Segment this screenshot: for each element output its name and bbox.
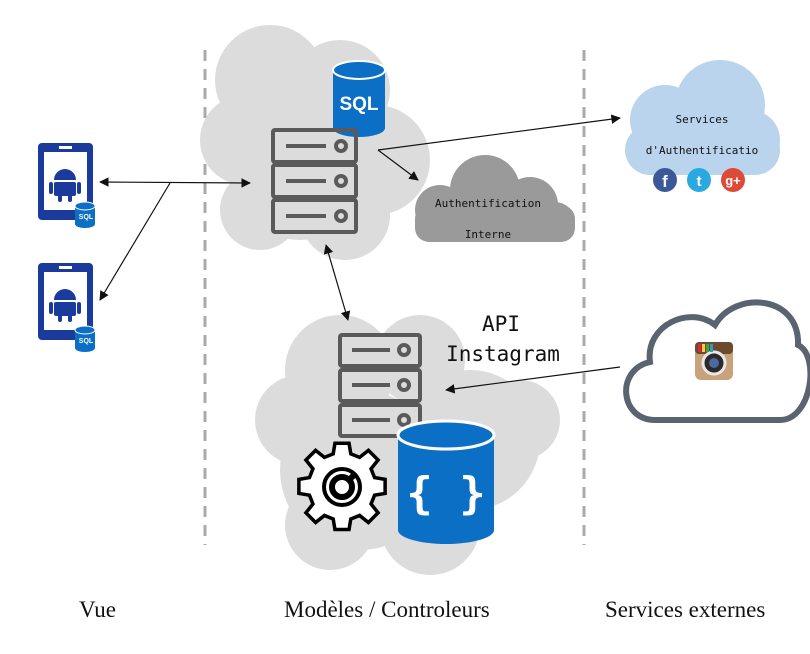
column-label-models: Modèles / Controleurs	[284, 597, 490, 622]
mobile-sql-badge-bottom: SQL	[79, 338, 94, 345]
svg-text:t: t	[697, 173, 702, 190]
svg-text:f: f	[662, 172, 668, 191]
internal-auth-cloud	[415, 155, 575, 242]
external-auth-line2: d'Authentificatio	[646, 144, 759, 157]
column-label-view: Vue	[79, 597, 116, 622]
mobile-sql-badge-top: SQL	[79, 214, 94, 221]
connector-arrows	[99, 114, 621, 394]
arrow-server-to-external-auth	[377, 114, 621, 151]
instagram-api-line1: API	[482, 312, 520, 336]
json-database-icon: { }	[396, 419, 496, 544]
arrow-branch-to-bottom-phone	[99, 182, 171, 301]
arrow-server-to-server	[323, 244, 351, 321]
instagram-icon	[695, 342, 733, 380]
twitter-icon: t	[687, 168, 711, 192]
instagram-api-line2: Instagram	[446, 342, 560, 366]
arrow-server-to-internal-auth	[377, 149, 419, 181]
json-badge-label: { }	[406, 468, 485, 519]
internal-auth-line1: Authentification	[435, 197, 541, 210]
internal-auth-line2: Interne	[465, 228, 511, 241]
sql-database-icon: SQL	[332, 60, 386, 137]
arrow-instagram-to-server	[445, 366, 621, 394]
sql-badge-label: SQL	[339, 94, 378, 115]
server-cloud-top	[200, 25, 430, 260]
external-auth-line1: Services	[676, 113, 729, 126]
android-phone-icon-bottom: SQL	[38, 263, 96, 352]
server-icon-bottom	[338, 333, 422, 438]
column-label-external: Services externes	[605, 597, 766, 622]
facebook-icon: f	[653, 168, 677, 192]
svg-text:g+: g+	[725, 173, 741, 188]
external-auth-cloud	[625, 60, 780, 175]
google-plus-icon: g+	[721, 168, 745, 192]
server-icon-top	[271, 128, 358, 234]
arrow-phone-to-server	[99, 177, 251, 188]
gear-icon	[297, 441, 387, 532]
android-phone-icon-top: SQL	[38, 143, 96, 228]
